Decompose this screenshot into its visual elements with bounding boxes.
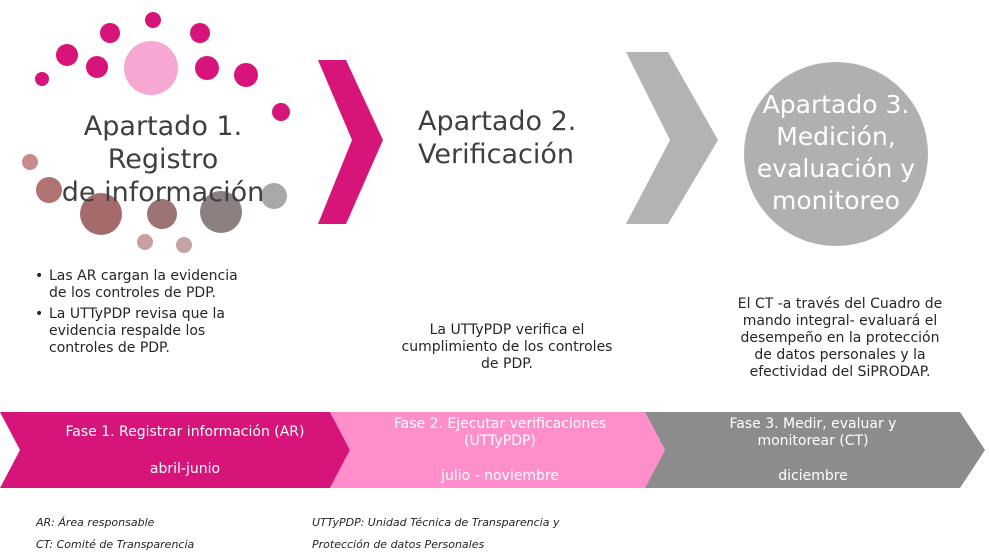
- phase-1-label: Fase 1. Registrar información (AR): [65, 424, 305, 440]
- list-item: Las AR cargan la evidencia de los contro…: [33, 268, 293, 302]
- dot: [176, 237, 192, 253]
- phase-1-arrow: [0, 412, 350, 488]
- dot: [190, 23, 210, 43]
- phase-2-arrow: [330, 412, 665, 488]
- phase-1-period: abril-junio: [149, 461, 221, 477]
- step1-bullet-list: Las AR cargan la evidencia de los contro…: [33, 268, 293, 361]
- dot: [124, 41, 178, 95]
- dot: [137, 234, 153, 250]
- step3-description: El CT -a través del Cuadro de mando inte…: [737, 296, 943, 380]
- dot: [145, 12, 161, 28]
- phase-2-label: Fase 2. Ejecutar verificaciones (UTTyPDP…: [393, 416, 607, 449]
- dot: [86, 56, 108, 78]
- dot: [35, 72, 49, 86]
- phase-3-arrow: [645, 412, 985, 488]
- phase-3-label: Fase 3. Medir, evaluar y monitorear (CT): [729, 416, 897, 449]
- dot: [36, 177, 62, 203]
- dot: [234, 63, 258, 87]
- chevron-2-icon: [626, 52, 718, 224]
- dot: [147, 199, 177, 229]
- dot: [261, 183, 287, 209]
- dot: [100, 23, 120, 43]
- step3-circle: [744, 62, 928, 246]
- step1-title: Apartado 1. Registro de información: [61, 111, 265, 208]
- dot: [195, 56, 219, 80]
- dot: [200, 191, 242, 233]
- chevron-1-icon: [318, 60, 383, 224]
- footnote-left: AR: Área responsable CT: Comité de Trans…: [36, 516, 195, 551]
- phase-3-period: diciembre: [778, 468, 848, 484]
- step2-description: La UTTyPDP verifica el cumplimiento de l…: [401, 322, 613, 372]
- decorative-dot-ring: [22, 12, 290, 253]
- dot: [80, 193, 122, 235]
- dot: [272, 103, 290, 121]
- step2-title: Apartado 2. Verificación: [418, 106, 577, 170]
- phase-2-period: julio - noviembre: [441, 468, 559, 484]
- dot: [56, 44, 78, 66]
- step3-title: Apartado 3. Medición, evaluación y monit…: [756, 90, 916, 215]
- footnote-right: UTTyPDP: Unidad Técnica de Transparencia…: [312, 516, 560, 551]
- list-item: La UTTyPDP revisa que la evidencia respa…: [33, 306, 293, 357]
- dot: [22, 154, 38, 170]
